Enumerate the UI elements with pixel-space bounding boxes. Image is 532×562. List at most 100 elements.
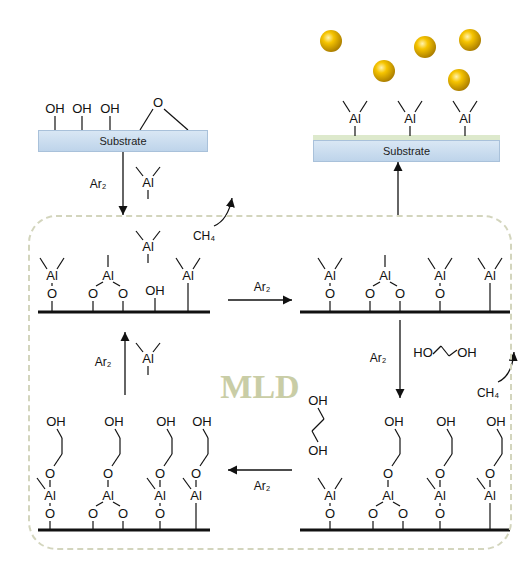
bond — [140, 109, 153, 130]
chemical-label: Al — [434, 269, 446, 282]
bond — [489, 480, 490, 487]
chemical-label: O — [155, 507, 165, 520]
chemical-label: Al — [324, 489, 336, 502]
chemical-label: OH — [145, 284, 165, 297]
chemical-label: Al — [102, 269, 114, 282]
bond — [176, 258, 183, 269]
bond — [207, 438, 208, 454]
chemical-label: Al — [142, 240, 154, 253]
bond — [427, 478, 435, 489]
bond — [153, 343, 160, 352]
chemical-label: O — [435, 287, 445, 300]
bond — [122, 521, 123, 530]
chemical-label: Al — [484, 269, 496, 282]
chemical-label: CH₄ — [193, 230, 215, 242]
chemical-label: Al — [324, 269, 336, 282]
bond — [81, 116, 82, 130]
bond — [402, 521, 403, 530]
bond — [495, 258, 502, 269]
chemical-label: O — [47, 287, 57, 300]
bond — [195, 480, 196, 487]
bond — [147, 478, 155, 489]
bond — [195, 503, 196, 530]
bond — [57, 429, 62, 438]
bond — [136, 343, 143, 352]
bond — [115, 429, 120, 438]
chemical-label: O — [435, 507, 445, 520]
bond — [447, 429, 452, 438]
chemical-label: OH — [436, 415, 456, 428]
bond — [494, 454, 502, 466]
chemical-label: O — [118, 507, 128, 520]
chemical-label: O — [103, 467, 113, 480]
bond — [393, 502, 400, 506]
chemical-label: O — [88, 287, 98, 300]
chemical-label: O — [368, 507, 378, 520]
bond — [113, 282, 120, 286]
bond — [193, 258, 200, 269]
chemical-label: Al — [190, 489, 202, 502]
chemical-label: Ar₂ — [95, 356, 112, 368]
bond — [113, 502, 120, 506]
bond — [54, 454, 62, 466]
chemical-label: O — [191, 467, 201, 480]
bond — [37, 478, 45, 489]
bond — [497, 429, 502, 438]
bond — [444, 454, 452, 466]
bond — [147, 254, 148, 263]
bond — [200, 454, 208, 466]
chemical-label: Al — [379, 269, 391, 282]
carrier-gas-label: Ar₂ — [90, 178, 107, 190]
bond — [399, 301, 400, 312]
bond — [318, 258, 325, 269]
bond — [409, 126, 410, 136]
bond — [453, 101, 460, 112]
bond — [318, 408, 324, 419]
bond — [61, 438, 62, 454]
bond — [360, 101, 367, 112]
bond — [415, 101, 422, 112]
process-arrow — [122, 152, 123, 215]
bond — [369, 301, 370, 312]
bond — [489, 503, 490, 530]
bond — [147, 190, 148, 199]
bond — [159, 521, 160, 530]
chemical-label: Ar₂ — [254, 480, 271, 492]
chemical-label: Al — [44, 489, 56, 502]
bond — [167, 429, 172, 438]
chemical-label: OH — [46, 415, 66, 428]
chemical-label: O — [435, 467, 445, 480]
bond — [392, 454, 400, 466]
bond — [92, 301, 93, 312]
bond — [445, 258, 452, 269]
chemical-label: Al — [404, 112, 416, 125]
chemical-label: O — [153, 96, 163, 109]
bond — [464, 126, 465, 136]
bond — [92, 521, 93, 530]
process-arrow — [397, 162, 398, 215]
chemical-label: Al — [142, 176, 154, 189]
chemical-label: Al — [382, 489, 394, 502]
chemical-label: Al — [46, 269, 58, 282]
bond — [107, 255, 108, 267]
panel-title: MLD — [220, 370, 299, 404]
bond — [335, 258, 342, 269]
bond — [109, 116, 110, 130]
bond — [387, 480, 388, 487]
bond — [187, 283, 188, 312]
chemical-label: O — [118, 287, 128, 300]
bond — [428, 258, 435, 269]
bond — [439, 521, 440, 530]
bond — [312, 431, 318, 442]
chemical-label: OH — [72, 102, 92, 115]
chemical-label: O — [395, 287, 405, 300]
chemical-label: O — [485, 467, 495, 480]
bond — [433, 346, 441, 354]
chemical-label: OH — [486, 415, 506, 428]
chemical-label: O — [45, 507, 55, 520]
bond — [49, 521, 50, 530]
bond — [96, 282, 103, 286]
bond — [171, 438, 172, 454]
chemical-label: Al — [459, 112, 471, 125]
bond — [159, 480, 160, 487]
